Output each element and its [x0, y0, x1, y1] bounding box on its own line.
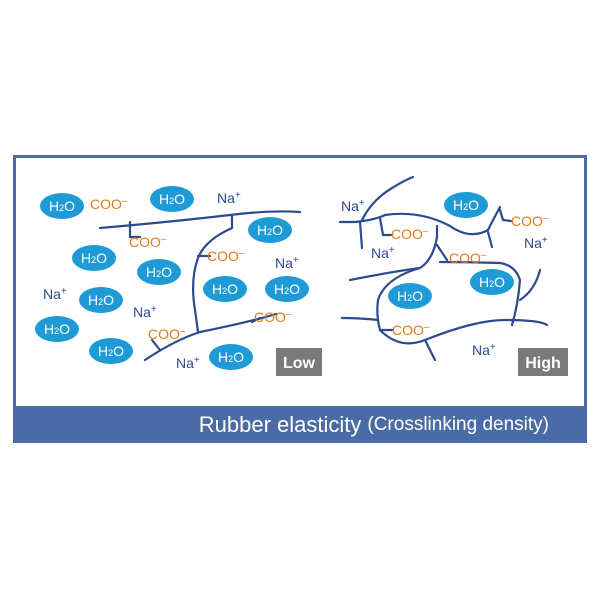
svg-text:H2O: H2O	[81, 250, 107, 266]
svg-text:H2O: H2O	[44, 321, 70, 337]
svg-text:Low: Low	[283, 355, 316, 372]
polymer-chain	[378, 216, 393, 237]
polymer-chain	[518, 268, 542, 302]
polymer-chain	[250, 316, 262, 324]
svg-text:H2O: H2O	[212, 281, 238, 297]
water-molecule: H2O	[72, 245, 116, 271]
polymer-chain	[338, 205, 502, 236]
svg-text:H2O: H2O	[397, 288, 423, 304]
carboxylate-label: COO–	[207, 248, 245, 264]
water-molecule: H2O	[40, 193, 84, 219]
water-molecule: H2O	[35, 316, 79, 342]
svg-text:H2O: H2O	[218, 349, 244, 365]
sodium-label: Na+	[275, 255, 299, 271]
caption-sub: (Crosslinking density)	[367, 413, 549, 435]
sodium-label: Na+	[176, 355, 200, 371]
carboxylate-label: COO–	[449, 250, 487, 266]
sodium-label: Na+	[341, 198, 365, 214]
svg-text:High: High	[525, 355, 561, 372]
polymer-chain	[438, 260, 522, 327]
polymer-chain	[340, 316, 380, 322]
carboxylate-label: COO–	[90, 196, 128, 212]
sodium-label: Na+	[43, 286, 67, 302]
polymer-chain	[143, 312, 278, 362]
caption-banner: Rubber elasticity (Crosslinking density)	[13, 406, 587, 443]
sodium-label: Na+	[371, 245, 395, 261]
density-tag-low: Low	[276, 348, 322, 376]
carboxylate-label: COO–	[391, 226, 429, 242]
svg-text:H2O: H2O	[274, 281, 300, 297]
svg-text:H2O: H2O	[453, 197, 479, 213]
carboxylate-label: COO–	[129, 234, 167, 250]
water-molecule: H2O	[388, 283, 432, 309]
sodium-label: Na+	[472, 342, 496, 358]
polymer-chain	[150, 338, 162, 352]
svg-text:H2O: H2O	[146, 264, 172, 280]
polymer-chain	[358, 220, 364, 250]
carboxylate-label: COO–	[511, 213, 549, 229]
svg-text:H2O: H2O	[159, 191, 185, 207]
carboxylate-label: COO–	[148, 326, 186, 342]
sodium-label: Na+	[133, 304, 157, 320]
water-molecule: H2O	[444, 192, 488, 218]
water-molecule: H2O	[470, 269, 514, 295]
svg-text:H2O: H2O	[88, 292, 114, 308]
polymer-chain	[435, 243, 449, 262]
polymer-chain	[191, 213, 234, 334]
polymer-chain	[128, 220, 142, 239]
sodium-label: Na+	[217, 190, 241, 206]
water-molecule: H2O	[79, 287, 123, 313]
polymer-chain	[498, 208, 513, 223]
water-molecule: H2O	[209, 344, 253, 370]
water-molecule: H2O	[137, 259, 181, 285]
polymer-chain	[360, 175, 415, 222]
water-molecule: H2O	[248, 217, 292, 243]
density-tag-high: High	[518, 348, 568, 376]
carboxylate-label: COO–	[254, 309, 292, 325]
polymer-chain	[98, 210, 302, 230]
polymer-chain	[423, 338, 437, 362]
svg-text:H2O: H2O	[49, 198, 75, 214]
carboxylate-label: COO–	[392, 322, 430, 338]
panel-high: H2O H2O H2O COO– COO– COO– COO– Na+ Na+ …	[338, 175, 568, 376]
water-molecule: H2O	[265, 276, 309, 302]
polymer-chain	[486, 230, 494, 249]
water-molecule: H2O	[150, 186, 194, 212]
svg-text:H2O: H2O	[479, 274, 505, 290]
water-molecule: H2O	[89, 338, 133, 364]
sodium-label: Na+	[524, 235, 548, 251]
svg-text:H2O: H2O	[98, 343, 124, 359]
water-molecule: H2O	[203, 276, 247, 302]
svg-text:H2O: H2O	[257, 222, 283, 238]
caption-main: Rubber elasticity	[198, 411, 362, 437]
panel-low: H2O H2O H2O H2O H2O H2O H2O H2O	[35, 186, 322, 376]
